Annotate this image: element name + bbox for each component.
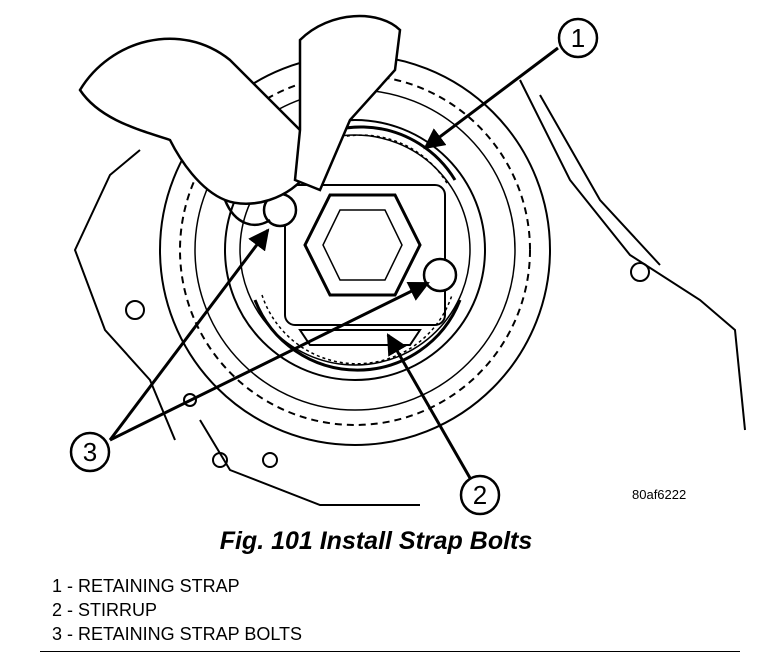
legend-item: 2 - STIRRUP <box>52 600 158 620</box>
callout-2-number: 2 <box>473 480 487 510</box>
hands <box>78 14 402 227</box>
callout-3: 3 <box>69 431 111 473</box>
image-code: 80af6222 <box>632 487 687 502</box>
callout-1: 1 <box>557 17 599 59</box>
stirrup <box>284 184 446 346</box>
legend-item: 3 - RETAINING STRAP BOLTS <box>52 624 303 644</box>
legend-item: 1 - RETAINING STRAP <box>52 576 240 596</box>
strap-bolts <box>262 192 458 293</box>
technical-illustration: 1 2 3 <box>69 14 746 516</box>
callout-1-number: 1 <box>571 23 585 53</box>
leader-lines <box>108 46 559 479</box>
callout-2: 2 <box>459 474 501 516</box>
bottom-rule <box>40 651 740 652</box>
hex-nut <box>303 193 422 297</box>
figure-caption: Fig. 101 Install Strap Bolts <box>219 527 533 555</box>
legend: 1 - RETAINING STRAP 2 - STIRRUP 3 - RETA… <box>52 574 302 646</box>
engine-housing <box>73 79 746 506</box>
callout-3-number: 3 <box>83 437 97 467</box>
